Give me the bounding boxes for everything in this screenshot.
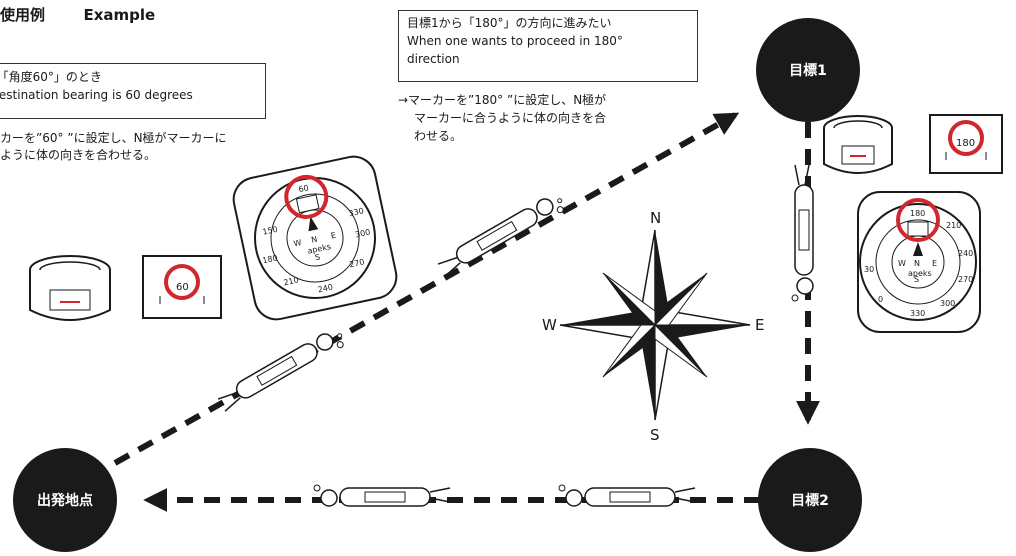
right-dial-s: S	[914, 275, 919, 284]
right-viewing-window: 180	[929, 114, 1003, 174]
right-box-line-en-2: direction	[407, 52, 460, 66]
left-dial-marker-ring	[284, 174, 329, 219]
node-target2: 目標2	[758, 448, 862, 552]
right-dial-tick-2: 240	[958, 249, 973, 258]
right-box-line-en-1: When one wants to proceed in 180°	[407, 34, 623, 48]
right-window-marker-value: 180	[956, 138, 975, 149]
compass-e-label: E	[755, 316, 764, 334]
compass-n-label: N	[650, 209, 661, 227]
right-compass-dial: 180 210 240 270 300 330 0 30 N E S W ape…	[857, 191, 981, 333]
right-instruction-1: →マーカーを”180° ”に設定し、N極が	[398, 93, 607, 107]
diver-target1-to-target2	[791, 164, 814, 302]
left-dial-tick-1: 330	[348, 206, 365, 218]
left-compass-dial: 60 330 300 270 240 210 180 150 N E S W a…	[232, 155, 398, 321]
right-window-marker-ring	[948, 120, 984, 156]
left-dial-n: N	[310, 235, 318, 245]
right-dial-tick-5: 330	[910, 309, 925, 318]
left-dial-tick-5: 210	[283, 275, 300, 287]
left-dial-tick-4: 240	[317, 282, 334, 294]
left-window-marker-value: 60	[176, 282, 189, 293]
right-dial-tick-4: 300	[940, 299, 955, 308]
right-dial-e: E	[932, 259, 937, 268]
right-dial-tick-7: 30	[864, 265, 874, 274]
node-start-label: 出発地点	[37, 492, 93, 509]
compass-w-label: W	[542, 316, 557, 334]
left-dial-tick-3: 270	[348, 257, 365, 269]
left-dial-w: W	[293, 238, 303, 248]
left-window-marker-ring	[164, 264, 200, 300]
right-info-box: 目標1から「180°」の方向に進みたい When one wants to pr…	[398, 10, 698, 82]
right-instruction-2: マーカーに合うように体の向きを合	[414, 111, 607, 125]
left-dial-tick-2: 300	[354, 227, 371, 239]
right-dial-brand: apeks	[908, 269, 932, 278]
right-dial-tick-0: 180	[910, 209, 925, 218]
route-start-to-target1	[113, 112, 740, 466]
diver-start-to-target1-upper	[437, 198, 564, 277]
left-dial-tick-0: 60	[298, 183, 310, 194]
diver-target2-to-start-left	[313, 484, 451, 507]
left-instruction-1: →マーカーを”60° ”に設定し、N極がマーカーに	[0, 131, 227, 145]
left-dial-s: S	[314, 252, 321, 262]
compass-s-label: S	[650, 426, 660, 444]
compass-rose: N E S W	[542, 209, 764, 444]
right-dial-tick-6: 0	[878, 295, 883, 304]
node-target1-label: 目標1	[789, 62, 827, 79]
title-ja: 使用例	[0, 6, 46, 24]
left-dial-e: E	[330, 231, 337, 241]
node-target1: 目標1	[756, 18, 860, 122]
right-box-line-ja: 目標1から「180°」の方向に進みたい	[407, 16, 612, 30]
node-start: 出発地点	[13, 448, 117, 552]
right-dial-n: N	[914, 259, 920, 268]
title-en: Example	[83, 6, 156, 24]
right-compass-device	[823, 115, 893, 174]
left-box-line-en: When destination bearing is 60 degrees	[0, 88, 193, 102]
left-viewing-window: 60	[142, 255, 222, 319]
diver-start-to-target1-lower	[217, 333, 344, 412]
right-dial-tick-3: 270	[958, 275, 973, 284]
node-target2-label: 目標2	[791, 492, 829, 509]
right-instruction-3: わせる。	[414, 129, 463, 143]
left-info-box: 目標1が「角度60°」のとき When destination bearing …	[0, 63, 266, 119]
right-dial-marker-ring	[896, 198, 940, 242]
left-box-line-ja: 目標1が「角度60°」のとき	[0, 70, 102, 84]
diver-target2-to-start-right	[558, 484, 696, 507]
left-dial-tick-7: 150	[262, 225, 279, 237]
right-dial-w: W	[898, 259, 906, 268]
left-compass-device	[29, 255, 111, 321]
right-dial-tick-1: 210	[946, 221, 961, 230]
left-dial-tick-6: 180	[262, 253, 279, 265]
